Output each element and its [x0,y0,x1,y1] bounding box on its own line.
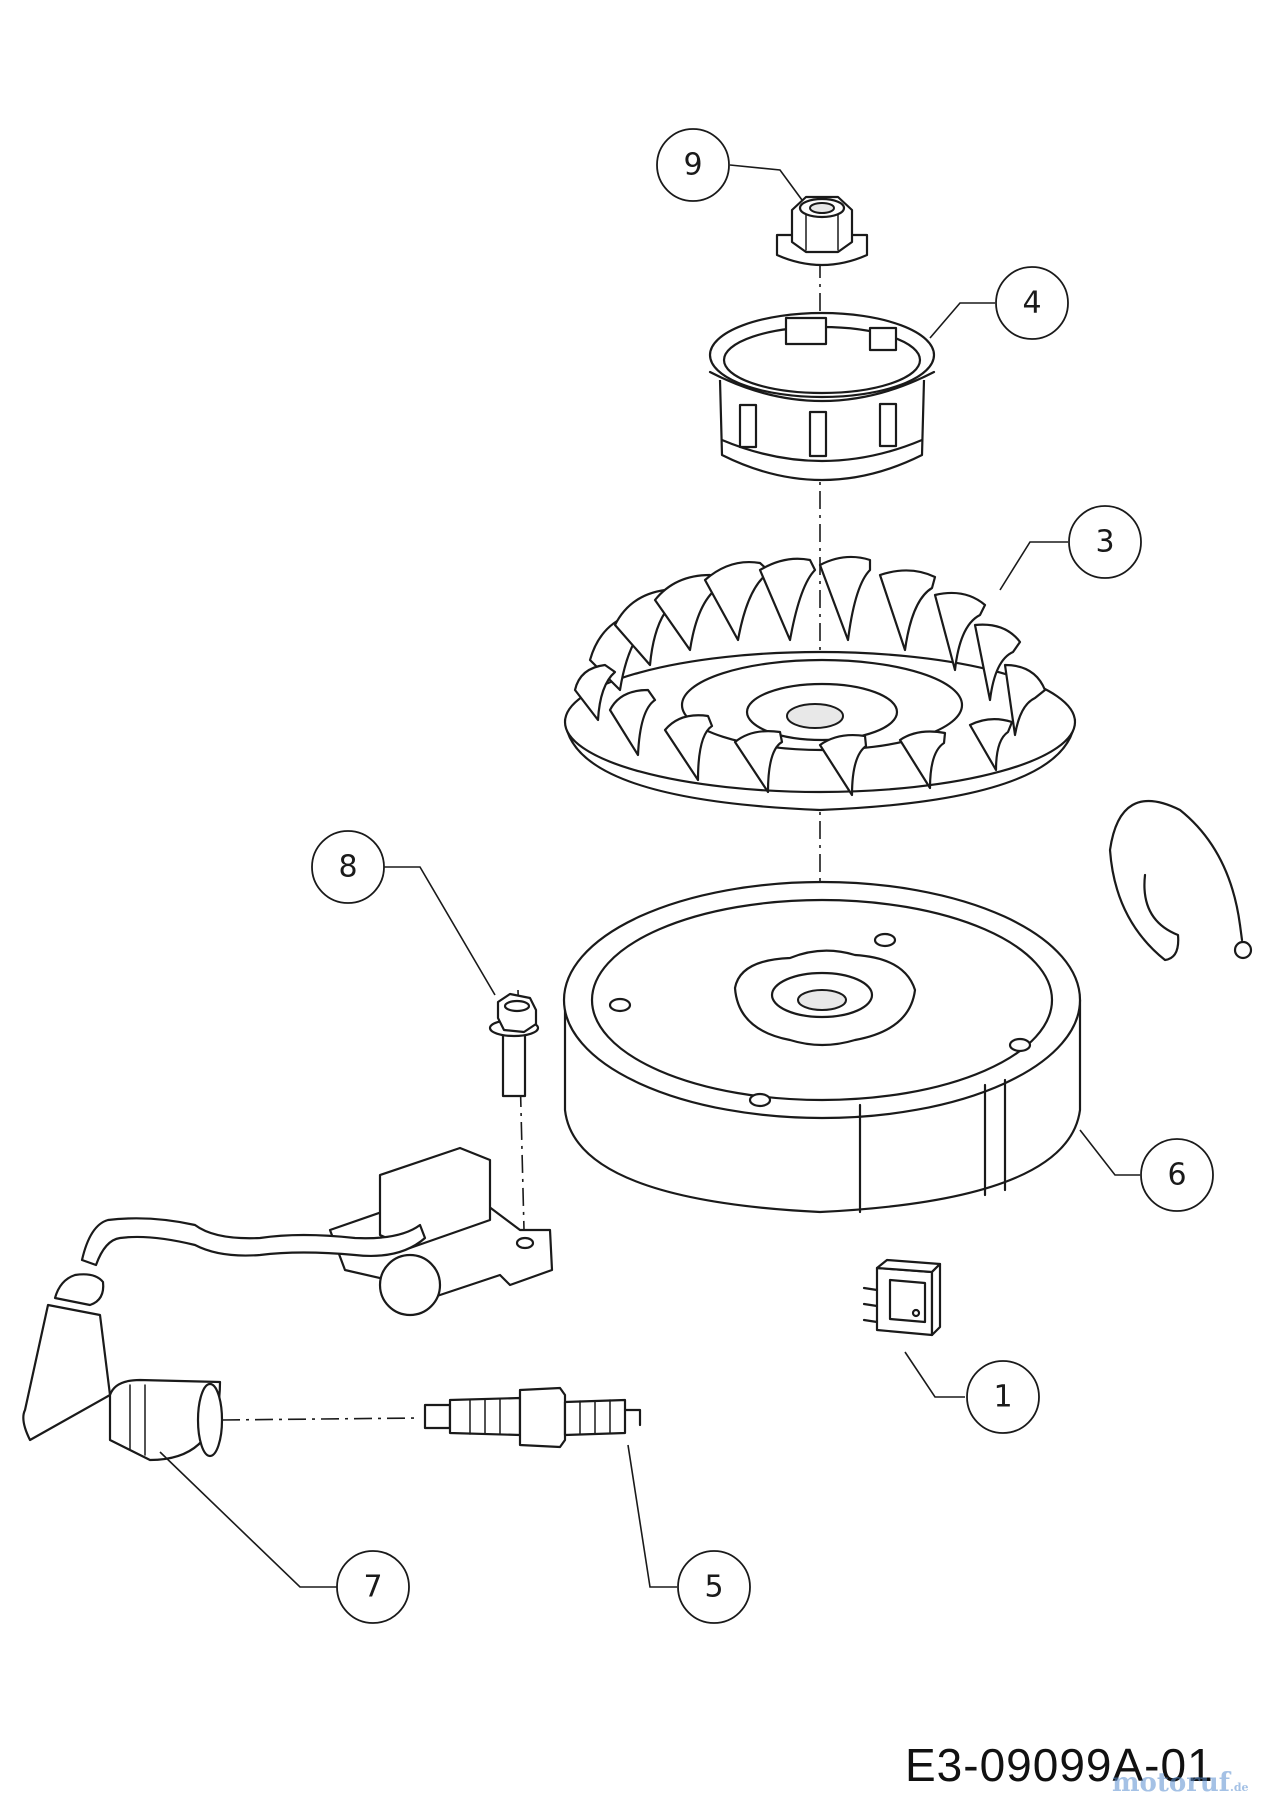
callout-9: 9 [656,128,730,202]
flange-nut [775,195,869,267]
svg-text:9: 9 [683,148,702,183]
svg-text:5: 5 [704,1570,723,1605]
callout-7: 7 [336,1550,410,1624]
spark-plug [423,1386,642,1449]
flywheel-fan [563,555,1077,812]
callout-1: 1 [966,1360,1040,1434]
flywheel-rotor [562,880,1082,1214]
flange-bolt [488,992,540,1098]
svg-text:8: 8 [338,850,357,885]
svg-text:4: 4 [1022,286,1041,321]
callout-3: 3 [1068,505,1142,579]
ignition-coil [22,1146,554,1462]
rocker-switch [862,1258,942,1337]
svg-text:7: 7 [363,1570,382,1605]
watermark-suffix: .de [1230,1781,1249,1794]
fan-blades [573,555,1047,797]
callout-8: 8 [311,830,385,904]
wire-loop [1108,799,1253,962]
callout-5: 5 [677,1550,751,1624]
svg-text:1: 1 [993,1380,1012,1415]
leader-lines [159,164,1140,1588]
svg-text:6: 6 [1167,1158,1186,1193]
drawing-code: E3-09099A-01 [905,1739,1214,1791]
spark-axis-line [221,1417,421,1421]
callout-4: 4 [995,266,1069,340]
svg-text:3: 3 [1095,525,1114,560]
watermark-main: motoruf [1112,1768,1230,1798]
starter-cup [708,311,936,481]
callout-6: 6 [1140,1138,1214,1212]
watermark-logo: motoruf.de [1112,1768,1249,1798]
